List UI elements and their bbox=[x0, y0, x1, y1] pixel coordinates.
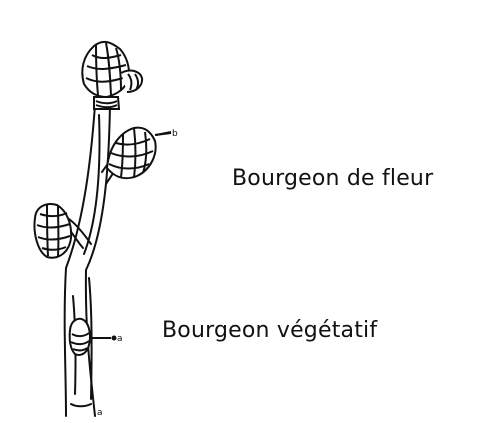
terminal-flower-bud bbox=[82, 42, 142, 109]
tiny-label-a: a bbox=[117, 334, 123, 344]
vegetative-bud-caption: Bourgeon végétatif bbox=[162, 318, 377, 343]
flower-bud-caption: Bourgeon de fleur bbox=[232, 166, 433, 191]
tiny-label-b: b bbox=[172, 129, 178, 139]
left-bud bbox=[35, 204, 72, 258]
twig-stem-right bbox=[86, 104, 110, 416]
vegetative-bud bbox=[70, 319, 117, 355]
flower-bud bbox=[107, 128, 171, 179]
tiny-label-bottom: a bbox=[97, 408, 103, 418]
